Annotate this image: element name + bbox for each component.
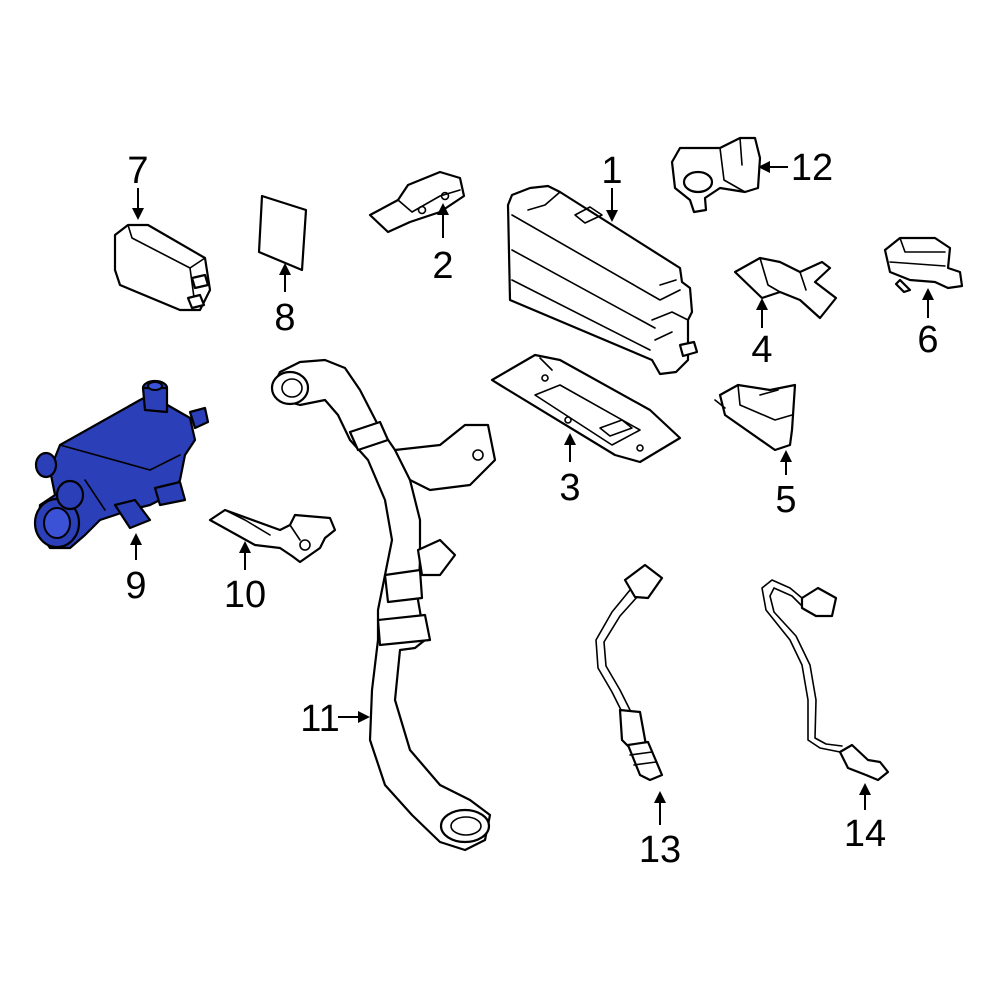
callout-label-9: 9	[125, 565, 146, 607]
callout-5: 5	[775, 450, 797, 521]
callout-13: 13	[639, 791, 681, 871]
callout-label-11: 11	[300, 698, 339, 740]
callout-14: 14	[844, 783, 886, 855]
part-7-module[interactable]	[113, 223, 212, 312]
callout-label-14: 14	[844, 813, 886, 855]
callout-3: 3	[559, 433, 581, 509]
part-14-o2-sensor[interactable]	[761, 579, 890, 782]
callout-label-5: 5	[775, 479, 796, 521]
part-6-sensor[interactable]	[883, 236, 964, 294]
callout-label-6: 6	[917, 319, 938, 361]
part-13-o2-sensor[interactable]	[595, 563, 664, 782]
callout-8: 8	[274, 263, 296, 339]
part-11-filler-pipe[interactable]	[270, 358, 497, 852]
part-5-bracket[interactable]	[714, 383, 797, 452]
callout-7: 7	[127, 150, 149, 220]
part-3-plate[interactable]	[490, 353, 682, 464]
callout-11: 11	[300, 698, 370, 740]
part-10-bracket[interactable]	[208, 508, 337, 564]
callout-2: 2	[432, 203, 454, 287]
callout-label-8: 8	[274, 297, 295, 339]
part-4-bracket[interactable]	[733, 256, 838, 320]
callout-1: 1	[601, 150, 623, 222]
callout-label-4: 4	[751, 329, 772, 371]
part-12-valve[interactable]	[670, 136, 762, 214]
part-1-canister[interactable]	[506, 184, 699, 376]
callout-9: 9	[125, 533, 147, 607]
callout-label-3: 3	[559, 467, 580, 509]
part-2-bracket[interactable]	[368, 170, 466, 234]
callout-label-13: 13	[639, 829, 681, 871]
callout-6: 6	[917, 288, 939, 361]
callout-label-7: 7	[127, 150, 148, 192]
callout-4: 4	[751, 298, 773, 371]
callout-label-1: 1	[601, 150, 622, 192]
part-8-label[interactable]	[257, 194, 308, 272]
callout-label-12: 12	[791, 147, 833, 189]
callout-10: 10	[224, 541, 266, 616]
callout-12: 12	[758, 147, 833, 189]
callout-label-2: 2	[432, 245, 453, 287]
callout-label-10: 10	[224, 574, 266, 616]
part-9-purge-valve[interactable]	[33, 379, 210, 550]
